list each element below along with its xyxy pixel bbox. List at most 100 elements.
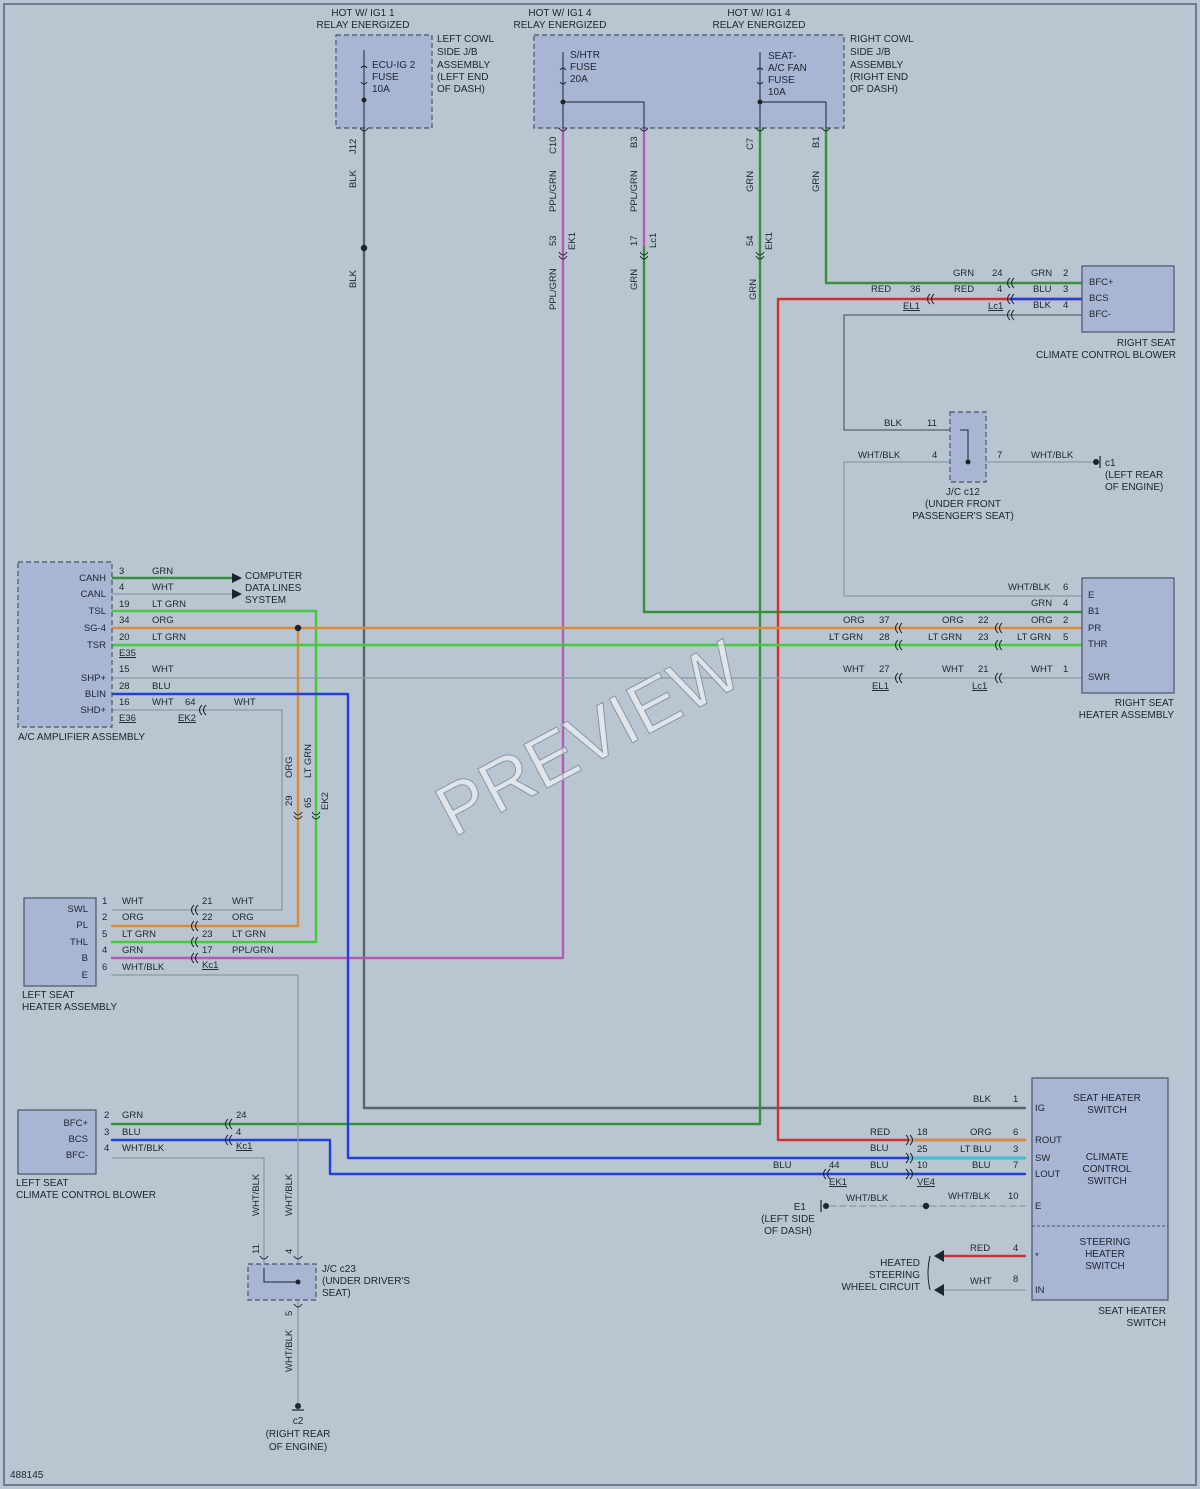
- wire-color-label: BLU: [152, 681, 171, 692]
- pin-number: 19: [119, 599, 130, 610]
- fuse-icon: [559, 67, 567, 71]
- terminal-label: BCS: [68, 1134, 88, 1145]
- header-text: RELAY ENERGIZED: [713, 20, 806, 31]
- pin-number: 23: [202, 929, 213, 940]
- wire-color-label: GRN: [1031, 598, 1052, 609]
- wire-color-label: BLK: [973, 1094, 992, 1105]
- connector-label: Kc1: [236, 1141, 252, 1152]
- ground-e1-label: (LEFT SIDE: [761, 1214, 815, 1225]
- wire-color-label: GRN: [811, 171, 822, 192]
- wire-color-label: PPL/GRN: [629, 170, 640, 212]
- junction-dot: [360, 244, 368, 252]
- seat-heater-sub-label: SEAT HEATER: [1073, 1093, 1141, 1104]
- pin-number: 4: [102, 945, 107, 956]
- labels: HOT W/ IG1 1 RELAY ENERGIZED HOT W/ IG1 …: [16, 8, 1176, 1453]
- terminal-label: *: [1035, 1251, 1039, 1262]
- right-cowl-jb-label: RIGHT COWL: [850, 34, 914, 45]
- left-cowl-jb: [335, 34, 433, 129]
- jc-c23-label: (UNDER DRIVER'S: [322, 1276, 410, 1287]
- pin-number: 4: [104, 1143, 109, 1154]
- wire-color-label: WHT/BLK: [1031, 450, 1074, 461]
- pin-number: 2: [104, 1110, 109, 1121]
- wires: [110, 126, 1093, 1403]
- terminal-label: TSR: [87, 640, 106, 651]
- wire-color-label: RED: [970, 1243, 990, 1254]
- wire-color-label: BLK: [884, 418, 903, 429]
- terminal-label: BFC-: [66, 1150, 88, 1161]
- ground-c1-label: c1: [1105, 458, 1116, 469]
- seat-heater-switch-box: [1031, 1077, 1169, 1301]
- wire-color-label: LT GRN: [152, 599, 186, 610]
- ac-amplifier-label: A/C AMPLIFIER ASSEMBLY: [18, 732, 145, 743]
- pin-number: 11: [927, 418, 937, 429]
- diagram-id: 488145: [10, 1470, 44, 1481]
- pin-number: 27: [879, 664, 890, 675]
- wire-whtblk-lbfc: [111, 1157, 265, 1269]
- pin-number: 24: [236, 1110, 247, 1121]
- wire-color-label: WHT/BLK: [948, 1191, 991, 1202]
- wire-color-label: GRN: [1031, 268, 1052, 279]
- pin-number: 4: [1063, 598, 1068, 609]
- pin-number: 7: [1013, 1160, 1018, 1171]
- wire-color-label: LT GRN: [152, 632, 186, 643]
- connector-label: E36: [119, 713, 136, 724]
- wire-color-label: LT BLU: [960, 1144, 991, 1155]
- right-seat-heater-label: RIGHT SEAT: [1115, 698, 1174, 709]
- jc-c12-label: (UNDER FRONT: [925, 499, 1001, 510]
- left-seat-heater-label: HEATER ASSEMBLY: [22, 1002, 118, 1013]
- pin-number: 23: [978, 632, 989, 643]
- ground-c1-label: (LEFT REAR: [1105, 470, 1163, 481]
- pin-number: 3: [119, 566, 124, 577]
- wire-color-label: PPL/GRN: [548, 170, 559, 212]
- fuse-icon: [559, 81, 567, 85]
- seat-heater-switch-label: SWITCH: [1127, 1318, 1166, 1329]
- ground-e1-label: E1: [794, 1202, 807, 1213]
- connector-label: EL1: [903, 301, 920, 312]
- wire-color-label: RED: [954, 284, 974, 295]
- right-cowl-jb-label: (RIGHT END: [850, 72, 908, 83]
- terminal-label: ROUT: [1035, 1135, 1062, 1146]
- seat-ac-fan-fuse-label: 10A: [768, 87, 786, 98]
- terminal-label: SHP+: [81, 673, 107, 684]
- wire-pplgrn-left-b: [110, 126, 565, 960]
- jb-connectors: [359, 127, 831, 260]
- fuse-icon: [756, 81, 764, 85]
- shtr-fuse-label: 20A: [570, 74, 588, 85]
- pin-number: 1: [1013, 1094, 1018, 1105]
- connector-label: C7: [745, 138, 756, 150]
- wire-color-label: WHT: [122, 896, 144, 907]
- wire-blk-rbfc: [843, 314, 1083, 431]
- pin-number: 21: [978, 664, 989, 675]
- wire-color-label: ORG: [232, 912, 254, 923]
- connector-label: EL1: [872, 681, 889, 692]
- pin-number: 6: [102, 962, 107, 973]
- wire-color-label: LT GRN: [928, 632, 962, 643]
- header-text: HOT W/ IG1 1: [331, 8, 395, 19]
- wire-color-label: WHT/BLK: [122, 1143, 165, 1154]
- terminal-label: SG-4: [84, 623, 106, 634]
- junction-dot: [922, 1202, 930, 1210]
- shtr-fuse-label: FUSE: [570, 62, 597, 73]
- terminal-label: E: [1088, 590, 1094, 601]
- terminal-label: BLIN: [85, 689, 106, 700]
- junction-dots: [294, 244, 930, 1210]
- pin-number: 3: [104, 1127, 109, 1138]
- wire-color-label: GRN: [629, 269, 640, 290]
- terminal-label: CANH: [79, 573, 106, 584]
- pin-number: 2: [1063, 615, 1068, 626]
- terminal-label: TSL: [89, 606, 106, 617]
- ground-c2-label: c2: [293, 1416, 304, 1427]
- heated-steering-label: HEATED: [880, 1258, 920, 1269]
- wire-color-label: LT GRN: [303, 744, 314, 778]
- connector-label: EK1: [764, 232, 775, 250]
- connector-label: B1: [811, 136, 822, 148]
- right-cowl-jb-label: SIDE J/B: [850, 47, 891, 58]
- wire-color-label: WHT/BLK: [122, 962, 165, 973]
- connector-label: E35: [119, 648, 136, 659]
- ground-c1-icon: [1093, 456, 1101, 468]
- jc-c23-label: SEAT): [322, 1288, 351, 1299]
- seat-heater-switch-label: SEAT HEATER: [1098, 1306, 1166, 1317]
- computer-data-lines-label: DATA LINES: [245, 583, 302, 594]
- pin-number: 53: [548, 235, 559, 246]
